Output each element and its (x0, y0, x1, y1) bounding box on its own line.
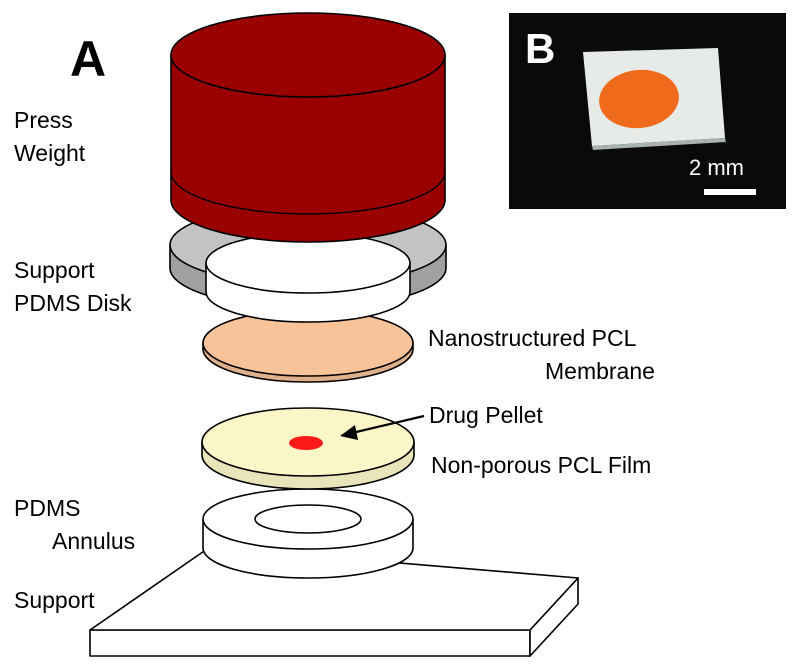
scale-bar-label: 2 mm (689, 155, 744, 180)
pdms-annulus (202, 488, 414, 579)
press-weight (170, 12, 446, 243)
scale-bar (704, 189, 756, 195)
support-plate (89, 546, 579, 657)
panel-label-b: B (525, 25, 556, 72)
panel-label-a: A (70, 31, 107, 87)
label-support: Support (14, 587, 95, 613)
label-press-weight: Press Weight (14, 107, 86, 167)
drug-pellet (289, 436, 323, 450)
label-drug-pellet: Drug Pellet (429, 402, 543, 428)
label-support-pdms-disk: Support PDMS Disk (14, 257, 132, 317)
label-pdms-annulus: PDMS Annulus (14, 495, 136, 555)
label-non-porous-pcl-film: Non-porous PCL Film (431, 452, 652, 478)
pellet-pointer-arrow (340, 414, 425, 440)
label-nanostructured-pcl-membrane: Nanostructured PCL Membrane (428, 325, 655, 385)
nanostructured-pcl-membrane (202, 309, 414, 383)
photo-drug-pellet (599, 69, 679, 129)
photo-inset (509, 13, 786, 209)
